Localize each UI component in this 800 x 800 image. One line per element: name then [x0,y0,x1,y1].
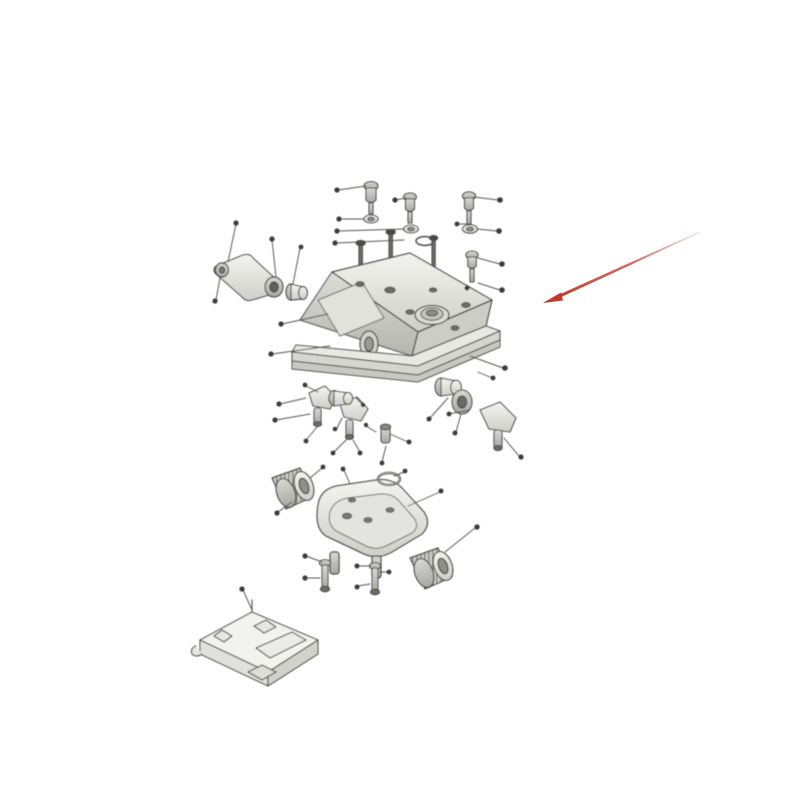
fittings-mid [308,377,517,452]
bolt-part [403,192,417,224]
leader-lines [215,185,520,611]
bolt-part [368,562,382,596]
washer-part [461,224,479,234]
bolt-part [461,191,477,225]
filter-upper-left [271,467,315,510]
gasket-plate [291,325,501,383]
filter-lower-right [409,547,454,590]
linkage-arm-left [213,253,308,302]
lower-fastener-row [318,559,382,596]
ring-bushing [451,389,473,415]
washer-part [363,214,379,224]
bushing-part [285,283,308,301]
mount-bracket [190,599,319,687]
red-pointer-arrow [543,231,700,303]
cylindrical-fitting [479,401,517,452]
circular-boss [414,304,450,326]
small-plug [379,423,392,444]
o-ring [376,471,402,487]
washer-part [403,224,419,234]
part-number-markers [212,187,524,592]
bolt-part [318,559,332,593]
bolt-part [465,250,479,283]
sleeve-part [328,390,354,407]
bolt-part [363,181,379,215]
valve-fitting [308,385,337,427]
main-housing [291,252,501,383]
